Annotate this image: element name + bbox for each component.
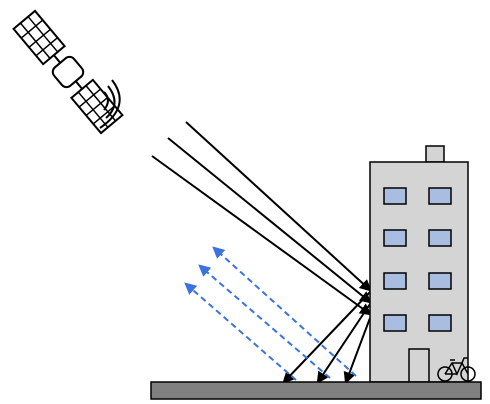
window [383,187,407,205]
building-windows [383,187,452,332]
window [428,272,452,290]
reflected-ray-1 [282,291,371,384]
solar-panel-top [12,9,66,66]
building-chimney [425,145,445,163]
multipath-rays [184,246,357,381]
building-icon [369,145,469,383]
reflected-rays [282,291,371,385]
multipath-ray-3 [184,282,297,381]
incoming-ray-2 [167,137,372,304]
signal-waves-icon [99,79,121,129]
multipath-ray-1 [212,246,357,377]
window [428,314,452,332]
window [428,229,452,247]
satellite-icon [12,9,124,135]
reflected-ray-3 [343,317,371,385]
incoming-rays [151,121,372,316]
window [383,314,407,332]
multipath-ray-2 [198,264,331,379]
reflected-ray-2 [316,303,371,384]
window [383,272,407,290]
window [383,229,407,247]
building-door [408,348,430,383]
bicycle-icon [437,357,476,382]
incoming-ray-3 [151,155,372,316]
incoming-ray-1 [185,121,372,292]
satellite-body [51,55,85,89]
window [428,187,452,205]
ground [150,381,482,400]
